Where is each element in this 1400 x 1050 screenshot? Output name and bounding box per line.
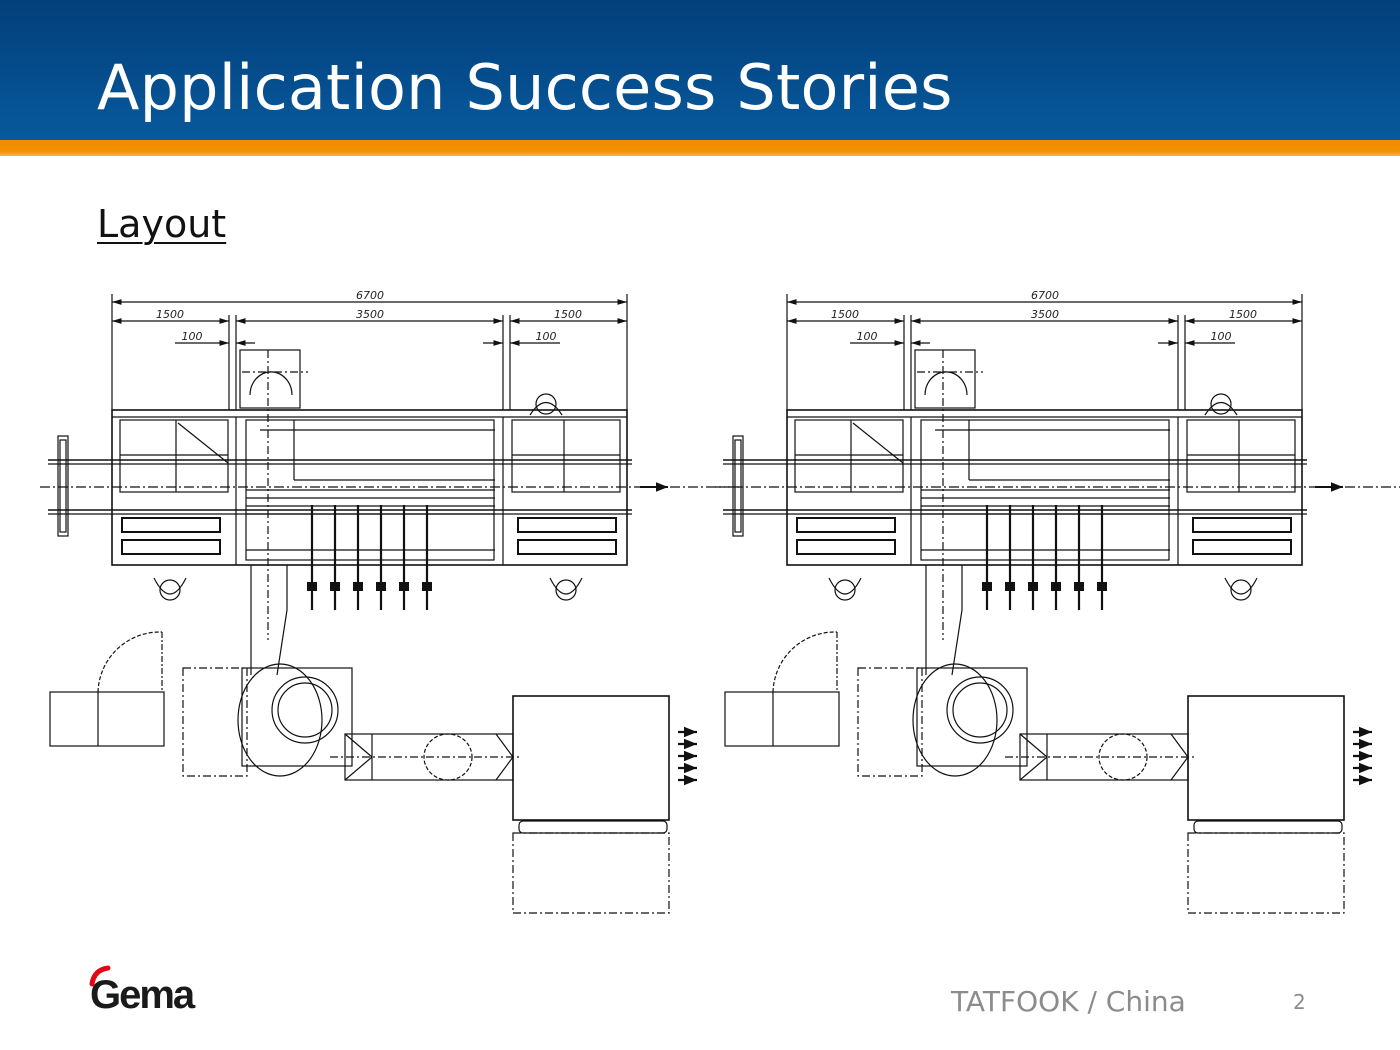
- dim-right-gap: 100: [1211, 330, 1232, 343]
- gema-logo: Gema: [88, 962, 218, 1020]
- dim-left-section: 1500: [831, 308, 859, 321]
- logo-wordmark: Gema: [90, 973, 196, 1017]
- dim-overall: 6700: [1031, 289, 1059, 302]
- layout-drawing-right: 6700 1500 3500 1500 100 100: [715, 280, 1400, 930]
- layout-drawing-left: 6700 1500 3500 1500 100 100: [40, 280, 740, 930]
- dim-right-section: 1500: [554, 308, 582, 321]
- dim-right-gap: 100: [536, 330, 557, 343]
- dim-left-section: 1500: [156, 308, 184, 321]
- slide-title: Application Success Stories: [97, 51, 953, 124]
- dim-left-gap: 100: [857, 330, 878, 343]
- dim-left-gap: 100: [182, 330, 203, 343]
- dim-overall: 6700: [356, 289, 384, 302]
- header-banner: Application Success Stories: [0, 0, 1400, 140]
- dim-center-section: 3500: [356, 308, 384, 321]
- logo-swoosh-icon: [89, 965, 111, 987]
- dim-center-section: 3500: [1031, 308, 1059, 321]
- section-title: Layout: [97, 202, 227, 246]
- page-number: 2: [1293, 990, 1306, 1014]
- footer-caption: TATFOOK / China: [951, 985, 1186, 1018]
- header-accent-stripe: [0, 140, 1400, 156]
- dim-right-section: 1500: [1229, 308, 1257, 321]
